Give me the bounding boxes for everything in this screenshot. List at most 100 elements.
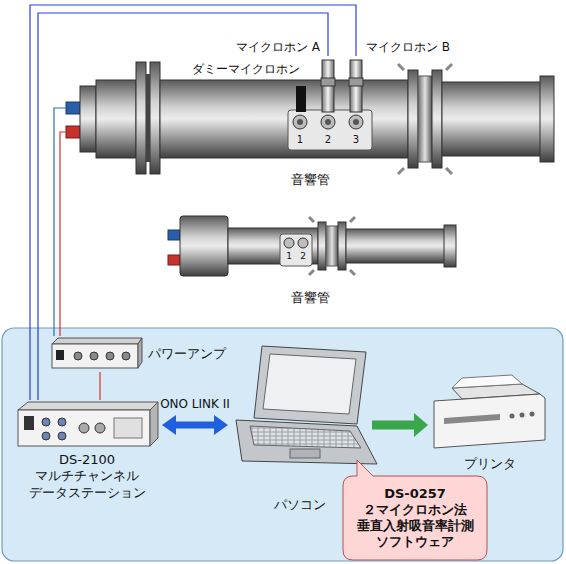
node-label: DS-0257 ２マイクロホン法 垂直入射吸音率計測 ソフトウェア [349,486,481,551]
node-label: 音響管 [291,172,330,188]
arrow-head [162,415,176,435]
microphone-b [350,60,362,112]
mic-port-plate [280,234,312,266]
part-label: マイクロホン A [236,40,320,54]
laptop [236,346,377,464]
ds-connector [42,432,50,440]
mic-cable [30,5,356,400]
amp-knob [90,352,98,360]
ds-connector [58,418,66,426]
amp-switch [56,350,64,360]
printer-button [510,414,515,419]
printer [434,375,545,448]
amp-side [138,338,142,368]
node-label: 音響管 [291,290,330,306]
tube-clamp [338,222,346,270]
mic-port [297,119,303,125]
arrow-head [214,415,228,435]
mic-port [321,115,335,129]
printer-button [520,413,525,418]
tube-end-flange [444,225,456,267]
amp-top [52,338,142,344]
node-label: パソコン [274,497,326,513]
mic-port [298,238,308,248]
node-label: プリンタ [464,456,516,472]
printer-slot [444,414,500,424]
small-acoustic-tube [168,216,456,276]
ds-connector [79,423,89,433]
print-arrow [372,413,428,437]
tube-flange [136,62,146,174]
power-amplifier: パワーアンプ [48,336,232,372]
ono-link-arrow [162,415,228,435]
tube-body [228,228,318,264]
tube-end-cap [80,86,96,152]
large-acoustic-tube [66,60,554,174]
tube-body [442,82,542,156]
software-callout: DS-0257 ２マイクロホン法 垂直入射吸音率計測 ソフトウェア [343,476,487,560]
speaker-cable [54,108,66,336]
system-panel [2,328,563,561]
print-arrow-line [372,421,417,430]
ds-front [18,410,150,446]
laptop-touchpad [290,449,320,458]
red-plug [168,255,180,265]
node-label: パワーアンプ [148,346,226,362]
callout-number: 1 [286,251,292,262]
printer: プリンタ [428,372,552,478]
ds-panel [114,418,142,438]
laptop-keyboard [250,426,361,448]
callout-number: 2 [325,134,331,146]
printer-paper [452,375,522,388]
tube-clamp [326,226,338,266]
signal-cable-line [99,372,100,400]
mic-ring [321,78,335,86]
ds-top [18,402,158,410]
ds-side [150,402,158,446]
tube-body [96,80,136,158]
callout-number: 2 [300,251,306,262]
edge-label: ONO LINK II [160,397,230,411]
tube-flange [150,62,160,174]
amp-knob [106,352,114,360]
mic-port [349,115,363,129]
amp-knob [74,352,82,360]
mic-port [284,238,294,248]
mic-port [325,119,331,125]
tube-clamp [418,76,432,162]
mic-port [353,119,359,125]
mic-cable [38,13,328,400]
speaker-cable-line [60,132,66,336]
part-label: マイクロホン B [366,40,450,54]
laptop-screen [263,354,356,414]
dummy-microphone [296,86,306,112]
blue-plug [168,230,180,240]
tube-clamp [318,222,326,270]
signal-cable [100,372,101,400]
tube-clamp [432,70,442,168]
amp-knob [122,352,130,360]
mic-port [293,115,307,129]
ono-link-arrow-line [173,422,217,429]
flange-gap [146,74,150,162]
speaker-cable-line [54,108,66,336]
mic-port-plate [288,110,372,150]
printer-button [530,412,535,417]
callout-box [343,460,487,560]
ds-connector [95,423,105,433]
microphone-a [322,60,334,112]
acoustic-tube: 音響管 [66,56,558,194]
part-label: ダミーマイクロホン [192,62,300,76]
mic-cable-line [38,13,328,400]
power-amplifier [52,338,142,368]
printer-body [434,394,545,448]
amp-front [52,344,138,368]
speaker-cable [60,132,66,336]
tube-clamp [408,70,418,168]
blue-plug [66,102,80,114]
laptop-base [236,420,377,464]
tube-body [160,80,408,158]
mic-cable-line [30,5,356,400]
acoustic-tube: 音響管 [166,212,460,308]
